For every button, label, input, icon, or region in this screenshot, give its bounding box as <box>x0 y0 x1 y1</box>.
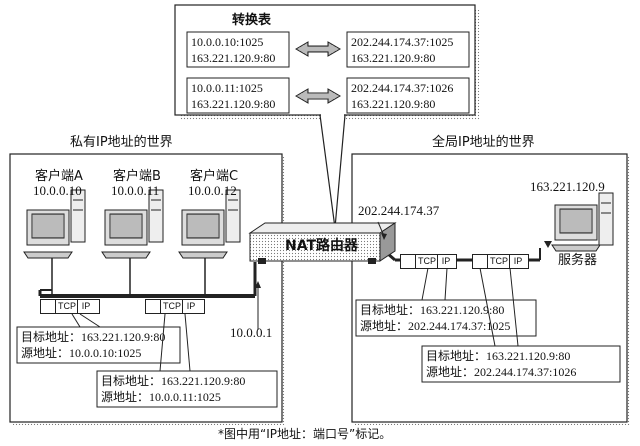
dst-value: 163.221.120.9:80 <box>420 303 505 317</box>
router-outer-ip: 202.244.174.37 <box>358 203 440 218</box>
row1-right-line2: 163.221.120.9:80 <box>351 51 436 65</box>
packet-2-callout <box>421 345 621 383</box>
ip-segment: IP <box>182 300 199 313</box>
src-value: 10.0.0.11:1025 <box>149 390 221 404</box>
server-icon <box>551 192 614 252</box>
packet-b: TCP IP <box>145 299 205 314</box>
src-value: 202.244.174.37:1026 <box>474 365 577 379</box>
row1-left-box <box>186 31 290 68</box>
tcp-segment: TCP <box>55 300 78 313</box>
packet-a: TCP IP <box>40 299 100 314</box>
ip-segment: IP <box>437 255 454 268</box>
dst-label: 目标地址： <box>21 330 82 344</box>
packet-1: TCP IP <box>400 254 457 269</box>
client-c-ip: 10.0.0.12 <box>188 183 237 198</box>
packet-2: TCP IP <box>472 254 529 269</box>
ip-segment: IP <box>77 300 94 313</box>
client-a-name: 客户端A <box>35 169 83 184</box>
row2-left-box <box>186 77 290 114</box>
tcp-segment: TCP <box>415 255 438 268</box>
packet-b-src: 源地址：10.0.0.11:1025 <box>101 391 221 403</box>
row1-right-line1: 202.244.174.37:1025 <box>351 35 454 49</box>
row2-right-box <box>346 77 470 114</box>
src-value: 202.244.174.37:1025 <box>408 319 511 333</box>
computer-icon <box>178 189 241 259</box>
packet-2-dst: 目标地址：163.221.120.9:80 <box>426 350 570 362</box>
src-label: 源地址： <box>360 319 409 333</box>
dst-value: 163.221.120.9:80 <box>161 374 246 388</box>
dst-label: 目标地址： <box>360 303 421 317</box>
double-arrow-icon <box>295 88 341 104</box>
row2-left-line1: 10.0.0.11:1025 <box>191 81 263 95</box>
nat-router <box>248 222 397 264</box>
src-value: 10.0.0.10:1025 <box>69 346 142 360</box>
dst-label: 目标地址： <box>101 374 162 388</box>
double-arrow-icon <box>295 41 341 57</box>
dst-value: 163.221.120.9:80 <box>486 349 571 363</box>
ip-segment: IP <box>509 255 526 268</box>
row1-left-line2: 163.221.120.9:80 <box>191 51 276 65</box>
src-label: 源地址： <box>426 365 475 379</box>
dst-value: 163.221.120.9:80 <box>81 330 166 344</box>
packet-1-dst: 目标地址：163.221.120.9:80 <box>360 304 504 316</box>
computer-icon <box>23 189 86 259</box>
client-b-ip: 10.0.0.11 <box>111 183 160 198</box>
row2-right-line1: 202.244.174.37:1026 <box>351 81 454 95</box>
callout-pointer <box>319 114 346 229</box>
row1-left-line1: 10.0.0.10:1025 <box>191 35 264 49</box>
row2-right-line2: 163.221.120.9:80 <box>351 97 436 111</box>
server-ip: 163.221.120.9 <box>530 179 605 194</box>
client-b-name: 客户端B <box>113 169 161 184</box>
payload-segment <box>40 300 54 313</box>
packet-a-dst: 目标地址：163.221.120.9:80 <box>21 331 165 343</box>
src-label: 源地址： <box>101 390 150 404</box>
row1-right-box <box>346 31 470 68</box>
packet-b-dst: 目标地址：163.221.120.9:80 <box>101 375 245 387</box>
server-label: 服务器 <box>558 253 598 268</box>
src-label: 源地址： <box>21 346 70 360</box>
client-a-ip: 10.0.0.10 <box>33 183 82 198</box>
footnote: *图中用“IP地址：端口号”标记。 <box>218 427 392 441</box>
tcp-segment: TCP <box>487 255 510 268</box>
private-world-title: 私有IP地址的世界 <box>70 135 173 150</box>
global-world-title: 全局IP地址的世界 <box>432 135 535 150</box>
router-inner-ip: 10.0.0.1 <box>230 325 273 340</box>
dst-label: 目标地址： <box>426 349 487 363</box>
packet-2-src: 源地址：202.244.174.37:1026 <box>426 366 576 378</box>
client-c-name: 客户端C <box>190 169 239 184</box>
table-title: 转换表 <box>232 13 272 28</box>
packet-a-src: 源地址：10.0.0.10:1025 <box>21 347 141 359</box>
packet-a-callout <box>16 326 181 364</box>
row2-left-line2: 163.221.120.9:80 <box>191 97 276 111</box>
packet-1-callout <box>355 299 537 337</box>
packet-b-callout <box>96 370 278 408</box>
tcp-segment: TCP <box>160 300 183 313</box>
packet-1-src: 源地址：202.244.174.37:1025 <box>360 320 510 332</box>
computer-icon <box>101 189 164 259</box>
router-label: NAT路由器 <box>285 238 359 254</box>
